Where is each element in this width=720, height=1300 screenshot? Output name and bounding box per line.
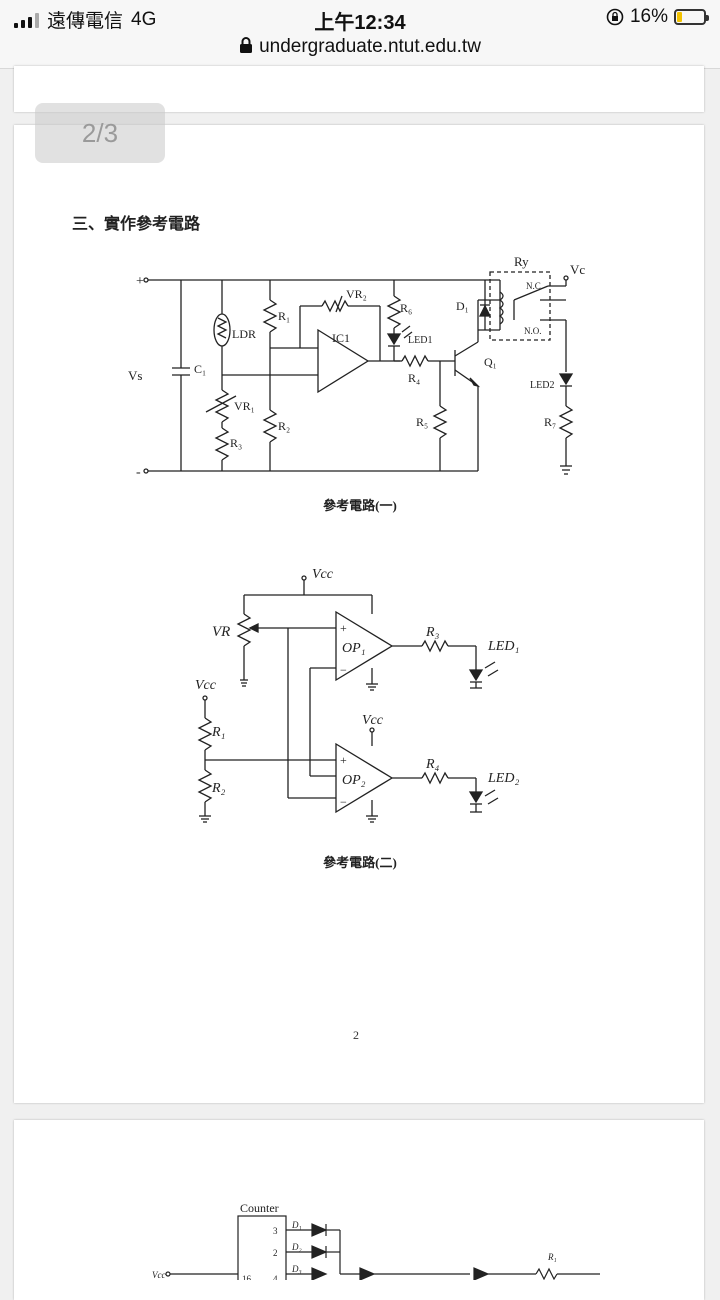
c2-plus-1: + (340, 621, 347, 635)
c2-label-led1: LED₁ (487, 639, 519, 654)
c2-label-led2: LED₂ (487, 771, 519, 786)
c1-label-led2: LED2 (530, 380, 554, 391)
c1-label-r6: R₆ (400, 301, 412, 315)
signal-icon (14, 12, 39, 28)
reference-circuit-1: + - Vs C₁ LDR VR₁ R₃ R₁ R₂ VR₂ IC1 R₆ LE… (128, 254, 585, 480)
status-bar: 遠傳電信 4G 上午12:34 undergraduate.ntut.edu.t… (0, 0, 720, 69)
c1-label-ry: Ry (514, 254, 529, 269)
vcc-label: Vcc (152, 1270, 166, 1280)
c1-label-r1: R₁ (278, 309, 290, 323)
c1-label-r2: R₂ (278, 419, 290, 433)
pin-2: 2 (273, 1248, 278, 1258)
rotation-lock-icon (606, 8, 624, 26)
c1-label-c1: C₁ (194, 362, 206, 376)
pin-16: 16 (242, 1274, 252, 1280)
carrier-name: 遠傳電信 (47, 11, 124, 32)
circuit1-caption: 參考電路(一) (323, 498, 397, 513)
network-type: 4G (131, 8, 157, 30)
c2-label-vcc-top: Vcc (312, 567, 334, 582)
circuit2-caption: 參考電路(二) (323, 855, 397, 870)
c2-label-r2: R₂ (211, 781, 226, 796)
d2-label: D₂ (291, 1242, 302, 1252)
c1-label-ic1: IC1 (332, 331, 350, 345)
c1-label-led1: LED1 (408, 335, 432, 346)
d3-label: D₃ (291, 1264, 302, 1274)
c1-label-vr2: VR₂ (346, 287, 367, 301)
c1-label-no: N.O. (524, 326, 542, 336)
c1-label-r5: R₅ (416, 415, 428, 429)
document-page (14, 125, 704, 1103)
r1-label: R₁ (547, 1252, 557, 1262)
c1-label-q1: Q₁ (484, 355, 497, 369)
c1-label-vc: Vc (570, 262, 585, 277)
counter-label: Counter (240, 1201, 279, 1215)
c2-label-r3: R₃ (425, 625, 440, 640)
c1-label-r7: R₇ (544, 415, 556, 429)
pin-4: 4 (273, 1274, 278, 1280)
c2-label-vr: VR (212, 624, 230, 640)
c2-label-op1: OP₁ (342, 641, 366, 656)
battery-icon (674, 9, 709, 25)
pin-3: 3 (273, 1226, 278, 1236)
c1-label-d1: D₁ (456, 299, 469, 313)
c2-minus-2: − (340, 795, 347, 809)
c2-label-op2: OP₂ (342, 773, 366, 788)
d1-label: D₁ (291, 1220, 302, 1230)
c2-plus-2: + (340, 753, 347, 767)
next-page (14, 1120, 704, 1300)
page-number: 2 (353, 1028, 359, 1042)
lock-icon (240, 37, 253, 53)
c1-label-ldr: LDR (232, 327, 256, 341)
status-right: 16% (606, 6, 709, 28)
battery-percent: 16% (629, 6, 668, 27)
c1-label-vs: Vs (128, 368, 142, 383)
c1-plus-terminal: + (136, 274, 144, 289)
c1-label-r3: R₃ (230, 436, 242, 450)
c1-label-r4: R₄ (408, 371, 420, 385)
address-bar[interactable]: undergraduate.ntut.edu.tw (0, 36, 720, 58)
c1-label-nc: N.C. (526, 281, 543, 291)
page-indicator: 2/3 (35, 103, 165, 163)
next-page-circuit-preview: Counter 3 2 16 4 D₁ D₂ D₃ R₁ Vcc (152, 1201, 600, 1280)
c1-minus-terminal: - (136, 465, 141, 480)
c2-label-vcc-mid: Vcc (362, 713, 384, 728)
status-left: 遠傳電信 4G (14, 6, 156, 33)
c1-label-vr1: VR₁ (234, 399, 255, 413)
section-title: 三、實作參考電路 (72, 216, 201, 233)
c2-minus-1: − (340, 663, 347, 677)
c2-label-r4: R₄ (425, 757, 440, 772)
c2-label-r1: R₁ (211, 725, 225, 740)
reference-circuit-2: Vcc VR OP₁ + − R₃ LED₁ Vcc R₁ R₂ Vcc OP₂… (195, 567, 519, 823)
url-text: undergraduate.ntut.edu.tw (259, 36, 481, 57)
clock: 上午12:34 (314, 12, 406, 34)
c2-label-vcc-left: Vcc (195, 678, 217, 693)
